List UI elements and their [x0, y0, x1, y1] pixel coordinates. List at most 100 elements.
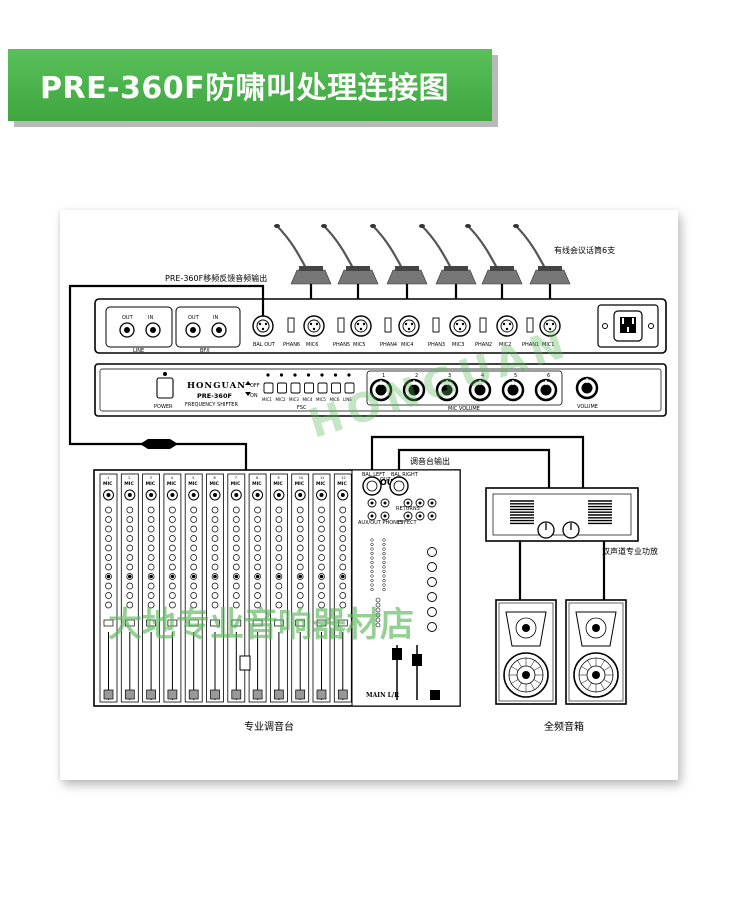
phantom-switch[interactable] [385, 318, 391, 332]
channel-fader[interactable] [274, 690, 283, 699]
channel-knob[interactable] [297, 555, 303, 561]
channel-knob[interactable] [340, 507, 346, 513]
channel-knob[interactable] [106, 593, 112, 599]
channel-knob[interactable] [233, 536, 239, 542]
channel-fader[interactable] [104, 690, 113, 699]
channel-knob[interactable] [319, 545, 325, 551]
master-fader-left[interactable] [392, 648, 402, 660]
channel-knob[interactable] [191, 545, 197, 551]
channel-knob[interactable] [233, 507, 239, 513]
channel-knob[interactable] [319, 564, 325, 570]
channel-knob[interactable] [127, 526, 133, 532]
channel-knob[interactable] [148, 536, 154, 542]
channel-knob[interactable] [169, 583, 175, 589]
master-knob[interactable] [428, 608, 437, 617]
channel-knob[interactable] [212, 593, 218, 599]
channel-knob[interactable] [148, 555, 154, 561]
channel-fader[interactable] [147, 690, 156, 699]
channel-knob[interactable] [148, 517, 154, 523]
channel-knob[interactable] [106, 536, 112, 542]
channel-knob[interactable] [340, 555, 346, 561]
channel-knob[interactable] [233, 583, 239, 589]
channel-knob[interactable] [255, 555, 261, 561]
phantom-switch[interactable] [338, 318, 344, 332]
channel-knob[interactable] [169, 536, 175, 542]
channel-knob[interactable] [212, 536, 218, 542]
channel-knob[interactable] [148, 507, 154, 513]
channel-knob[interactable] [276, 526, 282, 532]
master-knob[interactable] [428, 578, 437, 587]
channel-knob[interactable] [191, 536, 197, 542]
channel-knob[interactable] [106, 545, 112, 551]
channel-knob[interactable] [319, 593, 325, 599]
channel-knob[interactable] [233, 517, 239, 523]
channel-knob[interactable] [191, 593, 197, 599]
channel-knob[interactable] [255, 517, 261, 523]
channel-knob[interactable] [297, 593, 303, 599]
channel-fader[interactable] [211, 690, 220, 699]
channel-knob[interactable] [106, 583, 112, 589]
channel-knob[interactable] [191, 507, 197, 513]
channel-knob[interactable] [148, 545, 154, 551]
channel-fader[interactable] [253, 690, 262, 699]
channel-knob[interactable] [319, 517, 325, 523]
channel-knob[interactable] [127, 564, 133, 570]
channel-knob[interactable] [106, 507, 112, 513]
channel-knob[interactable] [212, 545, 218, 551]
channel-fader[interactable] [125, 690, 134, 699]
fsc-button[interactable] [305, 383, 314, 393]
channel-knob[interactable] [297, 517, 303, 523]
channel-knob[interactable] [233, 545, 239, 551]
channel-knob[interactable] [319, 507, 325, 513]
channel-knob[interactable] [255, 507, 261, 513]
channel-knob[interactable] [276, 593, 282, 599]
channel-knob[interactable] [169, 555, 175, 561]
channel-knob[interactable] [148, 564, 154, 570]
channel-knob[interactable] [212, 517, 218, 523]
channel-knob[interactable] [169, 517, 175, 523]
channel-knob[interactable] [340, 545, 346, 551]
channel-knob[interactable] [276, 517, 282, 523]
channel-knob[interactable] [191, 555, 197, 561]
channel-knob[interactable] [319, 536, 325, 542]
channel-knob[interactable] [297, 545, 303, 551]
fsc-button[interactable] [278, 383, 287, 393]
channel-knob[interactable] [276, 545, 282, 551]
channel-knob[interactable] [340, 583, 346, 589]
channel-knob[interactable] [297, 536, 303, 542]
phantom-switch[interactable] [480, 318, 486, 332]
channel-knob[interactable] [127, 583, 133, 589]
effect-fader[interactable] [430, 690, 440, 700]
channel-knob[interactable] [255, 536, 261, 542]
channel-knob[interactable] [233, 564, 239, 570]
channel-knob[interactable] [276, 536, 282, 542]
channel-knob[interactable] [297, 583, 303, 589]
master-knob[interactable] [428, 548, 437, 557]
channel-knob[interactable] [233, 593, 239, 599]
master-knob[interactable] [428, 563, 437, 572]
channel-knob[interactable] [319, 583, 325, 589]
channel-fader[interactable] [317, 690, 326, 699]
channel-knob[interactable] [106, 526, 112, 532]
channel-knob[interactable] [212, 507, 218, 513]
master-knob[interactable] [428, 593, 437, 602]
channel-knob[interactable] [212, 564, 218, 570]
channel-knob[interactable] [191, 583, 197, 589]
channel-knob[interactable] [340, 593, 346, 599]
channel-knob[interactable] [276, 507, 282, 513]
master-fader-right[interactable] [412, 654, 422, 666]
master-knob[interactable] [428, 623, 437, 632]
channel-knob[interactable] [297, 564, 303, 570]
channel-knob[interactable] [169, 526, 175, 532]
phantom-switch[interactable] [433, 318, 439, 332]
channel-knob[interactable] [148, 526, 154, 532]
fsc-button[interactable] [264, 383, 273, 393]
channel-knob[interactable] [148, 593, 154, 599]
power-switch[interactable] [157, 378, 173, 398]
channel-knob[interactable] [169, 507, 175, 513]
channel-knob[interactable] [276, 555, 282, 561]
channel-knob[interactable] [169, 545, 175, 551]
channel-knob[interactable] [255, 526, 261, 532]
raised-fader[interactable] [240, 656, 250, 670]
channel-knob[interactable] [340, 564, 346, 570]
